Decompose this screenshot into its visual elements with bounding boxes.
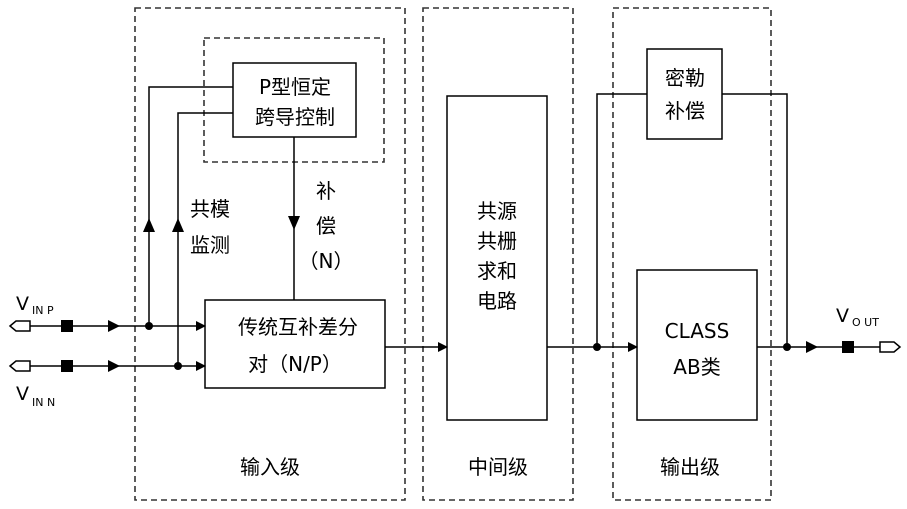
diff-pair-label-line2: 对（N/P） <box>248 352 342 376</box>
summing-label-line4: 电路 <box>477 289 517 313</box>
comp-label-line2: 偿 <box>316 214 336 238</box>
miller-label-line1: 密勒 <box>665 66 705 90</box>
ptype-label-line2: 跨导控制 <box>255 105 335 129</box>
input-stage-caption: 输入级 <box>240 455 300 479</box>
common-mode-label-line1: 共模 <box>190 197 230 221</box>
summing-label-line3: 求和 <box>477 259 517 283</box>
miller-label-line2: 补偿 <box>665 99 705 123</box>
vinp-mid-arrow <box>108 320 120 332</box>
summing-block <box>447 96 547 420</box>
vout-marker <box>842 341 854 353</box>
summing-label-line1: 共源 <box>477 199 517 223</box>
tap-up-arrow-left <box>143 218 155 232</box>
vinp-label-sub: IN P <box>32 304 54 317</box>
classab-label-line2: AB类 <box>673 355 720 379</box>
tap-up-arrow-right <box>172 218 184 232</box>
vinn-mid-arrow <box>108 360 120 372</box>
vinn-label-sub: IN N <box>32 396 55 409</box>
classab-label-line1: CLASS <box>665 319 730 343</box>
vinn-marker <box>61 360 73 372</box>
vinp-marker <box>61 320 73 332</box>
comp-label-line3: （N） <box>299 249 354 273</box>
diff-pair-label-line1: 传统互补差分 <box>238 315 358 339</box>
vout-label-main: V <box>836 305 849 327</box>
output-stage-caption: 输出级 <box>660 455 720 479</box>
vinp-label-main: V <box>16 293 29 315</box>
summing-label-line2: 共栅 <box>477 229 517 253</box>
common-mode-label-line2: 监测 <box>190 233 230 257</box>
classab-block <box>637 270 757 420</box>
vout-wire <box>757 342 900 352</box>
comp-label-line1: 补 <box>316 179 336 203</box>
vinp-wire <box>10 321 205 331</box>
miller-block <box>647 49 722 139</box>
vinn-label-main: V <box>16 383 29 405</box>
ptype-label-line1: P型恒定 <box>259 75 331 99</box>
middle-stage-caption: 中间级 <box>468 455 528 479</box>
comp-down-arrow <box>288 216 300 230</box>
vout-label-sub: O UT <box>852 316 879 329</box>
vout-arrow <box>806 341 818 353</box>
